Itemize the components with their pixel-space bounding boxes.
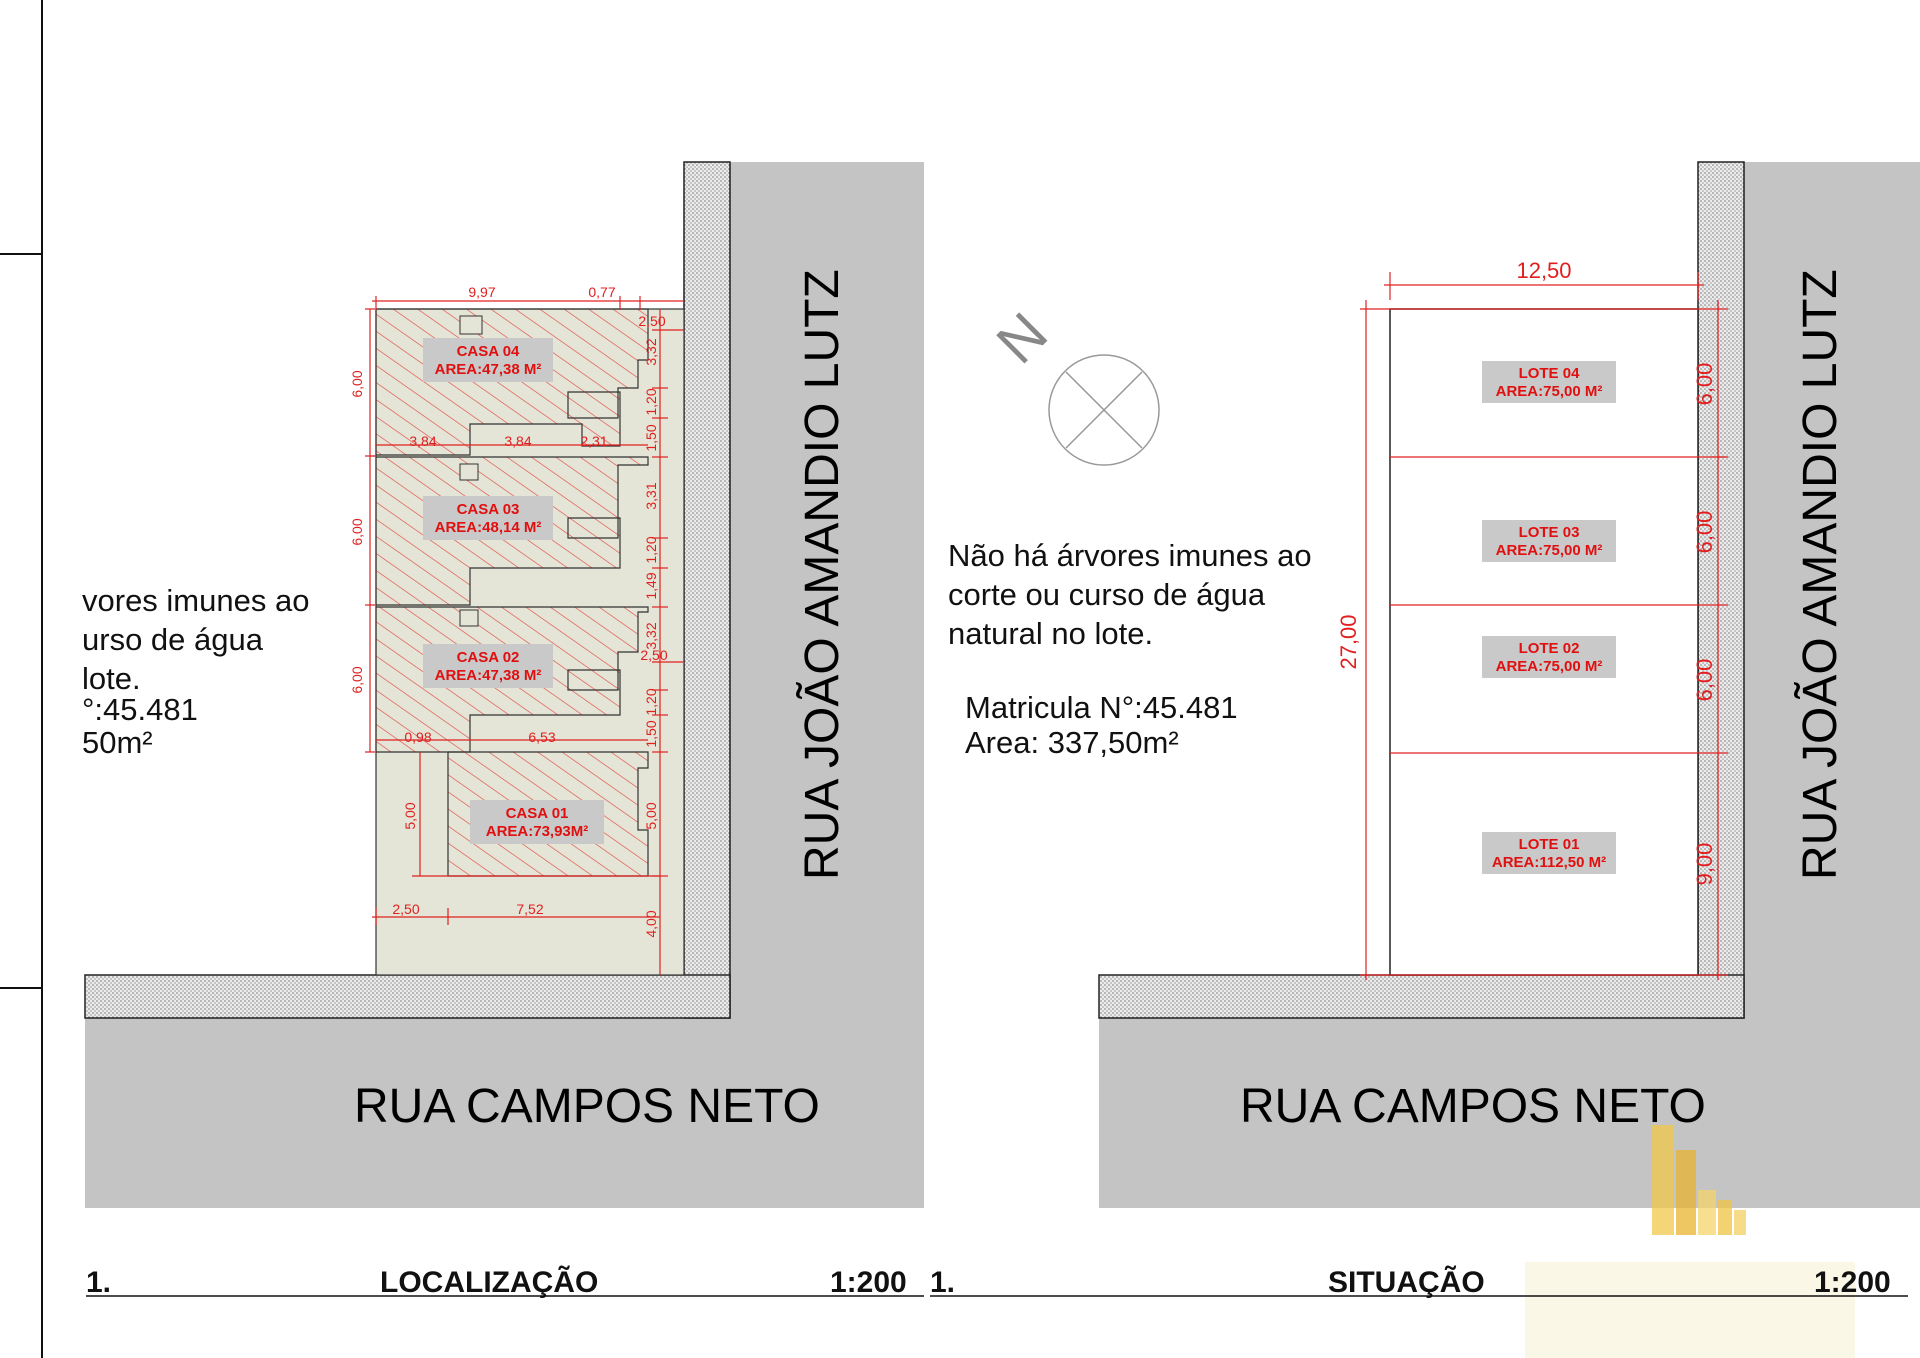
note-line: corte ou curso de água <box>948 577 1266 612</box>
house-03-name: CASA 03 <box>457 501 520 518</box>
lot-label-bg <box>1482 636 1616 678</box>
lot-03-area: AREA:75,00 M² <box>1496 542 1603 559</box>
house-label-bg <box>423 338 553 382</box>
front-street <box>85 1018 924 1208</box>
left-plan: CASA 04 AREA:47,38 M² CASA 03 AREA:48,14… <box>82 161 924 1299</box>
left-title-number: 1. <box>86 1266 111 1299</box>
dim-text: 0,98 <box>404 729 431 745</box>
house-04-area: AREA:47,38 M² <box>435 361 542 378</box>
dim-text: 6,00 <box>349 666 365 693</box>
right-title: SITUAÇÃO <box>1328 1265 1485 1299</box>
dim-text: 0,77 <box>588 284 615 300</box>
watermark-logo <box>1525 1125 1855 1358</box>
note-line: urso de água <box>82 622 264 657</box>
note-line: lote. <box>82 661 141 696</box>
registry-line: Matricula N°:45.481 <box>965 690 1238 725</box>
dim-text: 1,50 <box>643 424 659 451</box>
left-scale: 1:200 <box>830 1266 907 1299</box>
lot-label-bg <box>1482 361 1616 403</box>
left-title: LOCALIZAÇÃO <box>380 1265 598 1299</box>
right-plan: 12,50 27,00 6,00 6,00 6,00 9,00 LOTE 04 … <box>930 161 1920 1358</box>
dim-text: 1,20 <box>643 688 659 715</box>
lot-02-area: AREA:75,00 M² <box>1496 658 1603 675</box>
side-street-name: RUA JOÃO AMANDIO LUTZ <box>1793 269 1847 880</box>
right-title-number: 1. <box>930 1266 955 1299</box>
dim-text: 6,53 <box>528 729 555 745</box>
lot-01-name: LOTE 01 <box>1519 836 1580 853</box>
house-02-name: CASA 02 <box>457 649 520 666</box>
dim-text: 2,50 <box>638 313 665 329</box>
north-compass-icon: N <box>984 300 1160 466</box>
dim-text: 7,52 <box>516 901 543 917</box>
dim-text: 3,32 <box>643 622 659 649</box>
front-sidewalk <box>84 974 731 1019</box>
lot-label-bg <box>1482 832 1616 874</box>
note-line: °:45.481 <box>82 692 198 727</box>
front-sidewalk <box>1098 974 1745 1019</box>
lot-02-depth: 6,00 <box>1692 659 1717 702</box>
dimension-lines <box>365 296 684 975</box>
house-04-name: CASA 04 <box>457 343 520 360</box>
dim-text: 4,00 <box>643 910 659 937</box>
side-sidewalk <box>1697 161 1745 1019</box>
front-street <box>1099 1018 1920 1208</box>
lot-03-depth: 6,00 <box>1692 511 1717 554</box>
note-line: 50m² <box>82 725 153 760</box>
house-01-name: CASA 01 <box>506 805 569 822</box>
dim-text: 5,00 <box>643 802 659 829</box>
lot-01-area: AREA:112,50 M² <box>1492 854 1606 871</box>
note-line: natural no lote. <box>948 616 1153 651</box>
dim-text: 3,31 <box>643 482 659 509</box>
dim-text: 2,31 <box>580 433 607 449</box>
dim-text: 1,49 <box>643 572 659 599</box>
dim-text: 1,50 <box>643 720 659 747</box>
house-label-bg <box>423 496 553 540</box>
note-line: Não há árvores imunes ao <box>948 538 1312 573</box>
dim-text: 6,00 <box>349 518 365 545</box>
lot-division-lines <box>1360 272 1728 980</box>
house-01-area: AREA:73,93M² <box>486 823 589 840</box>
lot-02-name: LOTE 02 <box>1519 640 1580 657</box>
house-label-bg <box>423 644 553 688</box>
dim-text: 9,97 <box>468 284 495 300</box>
front-street-name: RUA CAMPOS NETO <box>1240 1080 1706 1133</box>
dim-text: 3,32 <box>643 338 659 365</box>
house-02-area: AREA:47,38 M² <box>435 667 542 684</box>
lot-03-name: LOTE 03 <box>1519 524 1580 541</box>
dim-text: 2,50 <box>392 901 419 917</box>
side-sidewalk <box>683 161 731 1019</box>
lot-01-depth: 9,00 <box>1692 843 1717 886</box>
note-line: vores imunes ao <box>82 583 309 618</box>
dim-text: 5,00 <box>402 802 418 829</box>
lot-04-area: AREA:75,00 M² <box>1496 383 1603 400</box>
lot-depth-dim: 27,00 <box>1336 614 1361 669</box>
lot-label-bg <box>1482 520 1616 562</box>
side-street-name: RUA JOÃO AMANDIO LUTZ <box>795 269 849 880</box>
house-03-area: AREA:48,14 M² <box>435 519 542 536</box>
dim-text: 6,00 <box>349 370 365 397</box>
dim-text: 3,84 <box>504 433 531 449</box>
lot-width-dim: 12,50 <box>1516 258 1571 283</box>
lot-04-name: LOTE 04 <box>1519 365 1581 382</box>
dim-text: 3,84 <box>409 433 436 449</box>
right-scale: 1:200 <box>1814 1266 1891 1299</box>
compass-letter: N <box>984 300 1060 376</box>
front-street-name: RUA CAMPOS NETO <box>354 1080 820 1133</box>
water-tank <box>459 463 479 481</box>
dim-text: 2,50 <box>640 647 667 663</box>
house-label-bg <box>470 800 604 844</box>
water-tank <box>459 609 479 627</box>
water-tank <box>459 315 483 335</box>
dim-text: 1,20 <box>643 536 659 563</box>
registry-line: Area: 337,50m² <box>965 725 1179 760</box>
dim-text: 1,20 <box>643 388 659 415</box>
lot-04-depth: 6,00 <box>1692 363 1717 406</box>
